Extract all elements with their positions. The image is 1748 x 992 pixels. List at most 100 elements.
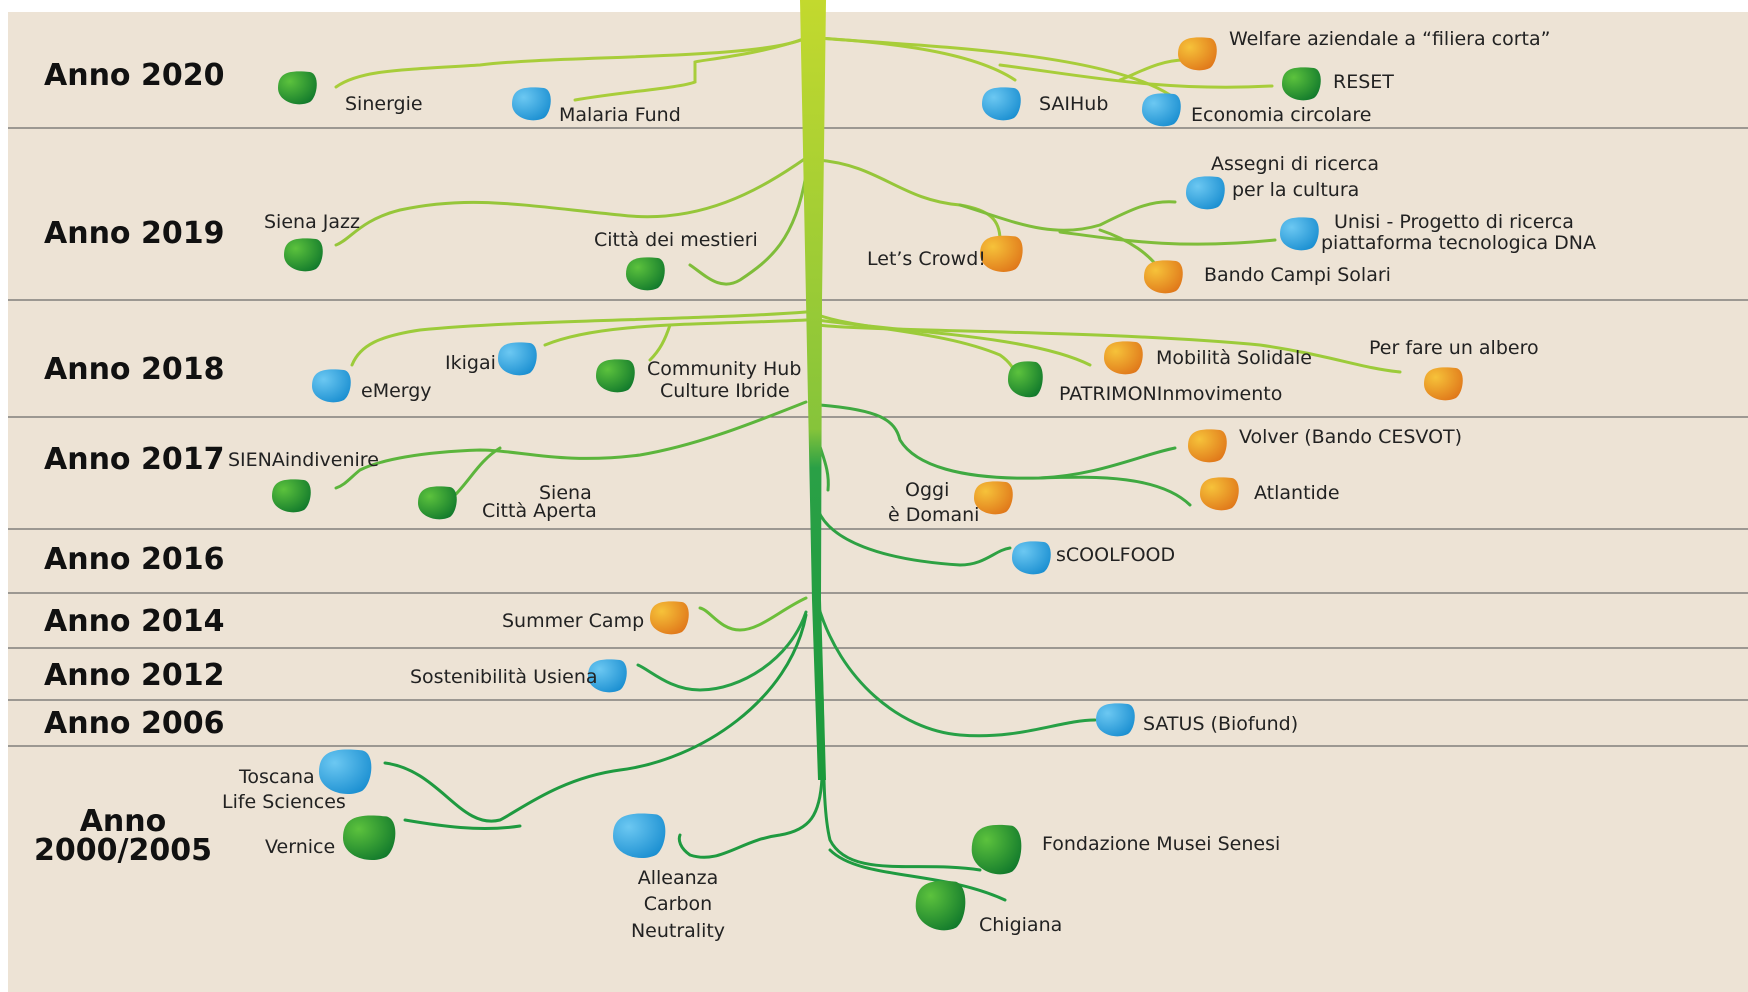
label-welfare: Welfare aziendale a “filiera corta”	[1229, 28, 1551, 50]
branch-chigiana	[828, 848, 1007, 902]
label-reset: RESET	[1333, 71, 1394, 93]
label-sienaindivenire: SIENAindivenire	[228, 449, 379, 471]
leaf-alleanza	[613, 813, 666, 859]
label-toscana-line2: Life Sciences	[222, 791, 346, 813]
label-usiena: Sostenibilità Usiena	[410, 666, 598, 688]
leaf-chigiana	[915, 880, 966, 931]
leaves	[272, 37, 1463, 931]
label-atlantide: Atlantide	[1254, 482, 1340, 504]
label-volver: Volver (Bando CESVOT)	[1239, 426, 1462, 448]
leaf-unisi	[1280, 217, 1319, 251]
leaf-mestieri	[626, 257, 665, 291]
label-oggi-line2: è Domani	[888, 504, 979, 526]
label-toscana-line1: Toscana	[238, 766, 315, 788]
year-label-2000-line1: Anno	[80, 804, 167, 839]
label-ikigai: Ikigai	[445, 352, 496, 374]
label-campisolari: Bando Campi Solari	[1204, 264, 1391, 286]
label-oggi-line1: Oggi	[905, 479, 949, 501]
branch-summercamp	[698, 596, 808, 632]
leaf-patrimon	[1008, 361, 1043, 398]
label-unisi-line1: Unisi - Progetto di ricerca	[1334, 211, 1574, 233]
branch-sienaindivenire	[334, 400, 808, 490]
label-alleanza-line3: Neutrality	[631, 920, 725, 942]
year-label-2018: Anno 2018	[44, 352, 224, 387]
branch-scoolfood	[816, 508, 1012, 567]
branch-sinergie	[334, 36, 808, 89]
label-community-line1: Community Hub	[647, 358, 801, 380]
branch-albero	[816, 323, 1402, 374]
label-alleanza-line1: Alleanza	[638, 867, 719, 889]
branch-vernice	[403, 818, 522, 830]
label-assegni-line1: Assegni di ricerca	[1211, 153, 1379, 175]
leaf-scoolfood	[1012, 541, 1051, 575]
label-albero: Per fare un albero	[1369, 337, 1539, 359]
leaf-satus	[1096, 703, 1135, 737]
leaf-emergy	[312, 369, 351, 403]
leaf-community	[596, 359, 635, 393]
leaf-oggi	[974, 481, 1013, 515]
year-label-2014: Anno 2014	[44, 604, 224, 639]
label-vernice: Vernice	[265, 836, 335, 858]
leaf-reset	[1282, 67, 1321, 101]
label-unisi-line2: piattaforma tecnologica DNA	[1321, 232, 1596, 254]
leaf-musei	[971, 824, 1022, 875]
branch-malaria	[573, 36, 808, 102]
year-label-2016: Anno 2016	[44, 542, 224, 577]
trunk	[800, 0, 826, 780]
branch-alleanza	[677, 776, 824, 859]
leaf-saihub	[982, 87, 1021, 121]
label-alleanza-line2: Carbon	[644, 893, 712, 915]
label-economia: Economia circolare	[1191, 104, 1371, 126]
branch-reset	[998, 63, 1274, 89]
leaf-sienajazz	[284, 238, 323, 272]
year-label-2000-line2: 2000/2005	[34, 833, 212, 868]
branch-cittaaperta	[453, 446, 502, 497]
leaf-labels: Sinergie Malaria Fund SAIHub Economia ci…	[222, 28, 1596, 942]
label-saihub: SAIHub	[1039, 93, 1108, 115]
leaf-malaria	[512, 87, 551, 121]
leaf-campisolari	[1144, 260, 1183, 294]
branch-letscrowd	[816, 158, 1002, 242]
label-cittaaperta-line2: Città Aperta	[482, 500, 597, 522]
leaf-letscrowd	[980, 235, 1023, 272]
label-musei: Fondazione Musei Senesi	[1042, 833, 1280, 855]
label-mestieri: Città dei mestieri	[594, 229, 758, 251]
branch-mobilita	[816, 318, 1092, 367]
year-label-2017: Anno 2017	[44, 442, 224, 477]
year-labels: Anno 2020 Anno 2019 Anno 2018 Anno 2017 …	[34, 58, 224, 868]
label-chigiana: Chigiana	[979, 914, 1062, 936]
branch-atlantide	[1038, 475, 1192, 507]
label-sinergie: Sinergie	[345, 93, 423, 115]
branch-mestieri	[688, 173, 808, 286]
label-sienajazz: Siena Jazz	[264, 211, 360, 233]
label-scoolfood: sCOOLFOOD	[1056, 544, 1175, 566]
year-label-2012: Anno 2012	[44, 658, 224, 693]
branch-welfare	[1118, 58, 1187, 82]
branch-volver	[818, 403, 1177, 480]
branch-economia	[816, 36, 1172, 97]
leaf-volver	[1188, 429, 1227, 463]
label-summercamp: Summer Camp	[502, 610, 644, 632]
year-label-2019: Anno 2019	[44, 216, 224, 251]
label-emergy: eMergy	[361, 380, 432, 402]
label-cittaaperta-line1: Siena	[539, 482, 592, 504]
leaf-sienaindivenire	[272, 479, 311, 513]
label-malaria: Malaria Fund	[559, 104, 681, 126]
branch-toscana	[383, 613, 808, 823]
leaf-atlantide	[1200, 477, 1239, 511]
leaf-summercamp	[650, 601, 689, 635]
branch-usiena	[636, 610, 808, 692]
branch-ikigai	[543, 318, 808, 347]
label-mobilita: Mobilità Solidale	[1156, 347, 1312, 369]
leaf-albero	[1424, 367, 1463, 401]
branch-sienajazz	[334, 156, 808, 247]
leaf-ikigai	[498, 342, 537, 376]
year-label-2020: Anno 2020	[44, 58, 224, 93]
leaf-vernice	[343, 815, 396, 861]
label-community-line2: Culture Ibride	[660, 380, 790, 402]
leaf-usiena	[588, 659, 627, 693]
leaf-sinergie	[278, 71, 317, 105]
leaf-toscana	[319, 749, 372, 795]
label-letscrowd: Let’s Crowd!	[867, 248, 986, 270]
